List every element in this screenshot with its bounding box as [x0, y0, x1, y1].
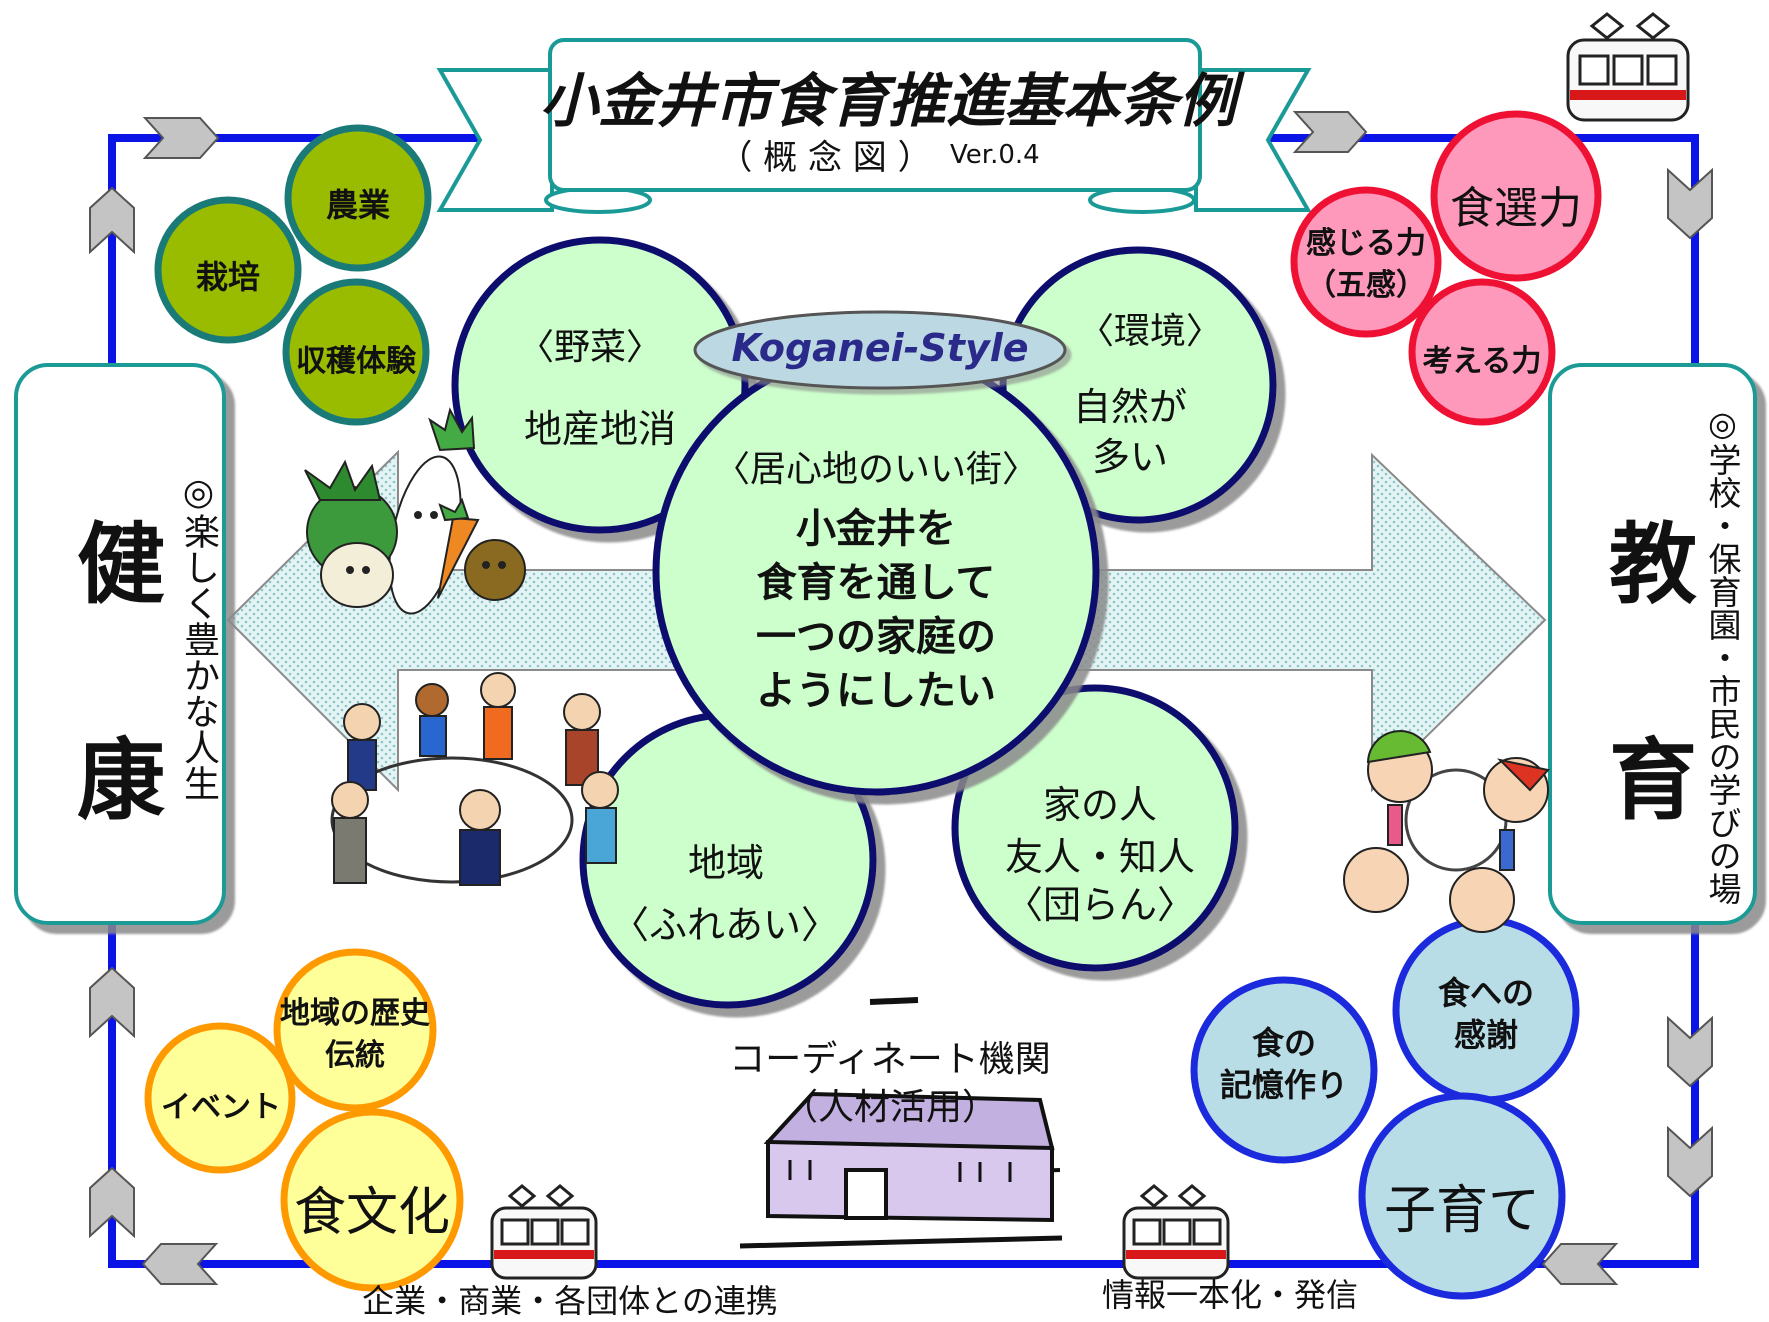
left-panel-box — [14, 363, 226, 925]
bottom-left-label: 企業・商業・各団体との連携 — [362, 1282, 778, 1320]
version-label: Ver.0.4 — [950, 140, 1040, 170]
people-circle-illustration — [330, 672, 619, 886]
pink-circles — [1290, 110, 1602, 426]
circle-food-choice — [1430, 110, 1602, 282]
circle-feel — [1290, 186, 1442, 338]
family-line-1: 家の人 — [1042, 783, 1157, 827]
vegetables-text: 地産地消 — [523, 407, 676, 451]
circle-childcare — [1358, 1092, 1566, 1300]
food-choice-label: 食選力 — [1450, 183, 1582, 234]
chevron-down-icon — [1667, 167, 1713, 240]
koganei-style-badge — [693, 310, 1067, 390]
chevron-right-icon — [1292, 111, 1368, 153]
circle-history — [273, 948, 437, 1112]
chevron-left-icon — [141, 1243, 219, 1285]
koganei-style-label: Koganei-Style — [731, 326, 1029, 370]
community-text: 〈ふれあい〉 — [610, 903, 839, 947]
history-label-2: 伝統 — [325, 1038, 385, 1073]
gratitude-label-2: 感謝 — [1453, 1016, 1518, 1054]
center-line-4: ようにしたい — [756, 668, 996, 714]
feel-label-2: （五感） — [1306, 268, 1426, 303]
center-heading: 〈居心地のいい街〉 — [713, 449, 1038, 490]
history-label-1: 地域の歴史 — [280, 996, 430, 1031]
education-title-bottom: 育 — [1608, 729, 1697, 832]
environment-heading: 〈環境〉 — [1077, 311, 1222, 352]
think-label: 考える力 — [1422, 344, 1542, 379]
center-line-1: 小金井を — [796, 506, 956, 552]
chevron-down-icon — [1667, 1125, 1713, 1198]
education-caption: ◎学校・保育園・市民の学びの場 — [1703, 403, 1742, 905]
right-panel-box — [1548, 363, 1757, 925]
chevron-up-icon — [89, 966, 135, 1039]
health-title-bottom: 康 — [76, 729, 165, 832]
chevron-up-icon — [89, 186, 135, 255]
petal-vegetables — [451, 236, 749, 534]
memory-label-2: 記憶作り — [1219, 1066, 1348, 1104]
environment-line-1: 自然が — [1072, 385, 1187, 429]
family-line-3: 〈団らん〉 — [1004, 883, 1195, 927]
family-line-2: 友人・知人 — [1004, 835, 1195, 879]
blue-circles — [1190, 916, 1580, 1300]
title-banner — [436, 38, 1312, 214]
coordinator-sublabel: （人材活用） — [781, 1087, 998, 1128]
flow-chevrons — [89, 111, 1713, 1285]
chevron-left-icon — [1541, 1243, 1619, 1285]
circle-think — [1408, 278, 1556, 426]
bottom-right-label: 情報一本化・発信 — [1101, 1276, 1358, 1314]
event-label: イベント — [161, 1090, 281, 1125]
circle-memory — [1190, 976, 1378, 1164]
memory-label-1: 食の — [1251, 1024, 1316, 1062]
environment-line-2: 多い — [1091, 435, 1168, 479]
train-icon-bottom-left — [490, 1184, 598, 1280]
vegetables-heading: 〈野菜〉 — [517, 327, 662, 368]
food-culture-label: 食文化 — [293, 1183, 450, 1243]
kids-circle-illustration — [1343, 730, 1550, 933]
education-title-top: 教 — [1608, 513, 1697, 616]
health-title-top: 健 — [76, 513, 165, 616]
train-icon-top-right — [1566, 12, 1690, 122]
orange-circles — [144, 948, 464, 1292]
cultivation-label: 栽培 — [195, 258, 260, 296]
feel-label-1: 感じる力 — [1306, 226, 1426, 261]
petal-environment — [999, 246, 1277, 524]
center-line-2: 食育を通して — [756, 560, 996, 606]
chevron-down-icon — [1667, 1015, 1713, 1088]
petal-family — [951, 684, 1239, 972]
community-heading: 地域 — [687, 841, 764, 885]
green-circles — [154, 124, 432, 426]
center-line-3: 一つの家庭の — [756, 614, 996, 660]
chevron-up-icon — [89, 1166, 135, 1239]
train-icon-bottom-right — [1122, 1184, 1230, 1280]
chevron-right-icon — [142, 117, 220, 159]
agriculture-label: 農業 — [325, 186, 390, 224]
health-caption: ◎楽しく豊かな人生 — [178, 471, 219, 801]
childcare-label: 子育て — [1383, 1181, 1540, 1241]
vegetables-illustration — [304, 407, 526, 615]
page-title: 小金井市食育推進基本条例 — [540, 67, 1237, 135]
school-building — [739, 997, 1063, 1249]
coordinator-label: コーディネート機関 — [729, 1039, 1051, 1080]
circle-cultivation — [154, 196, 302, 344]
harvest-label: 収穫体験 — [296, 344, 416, 379]
page-subtitle: （ 概 念 図 ） — [718, 138, 932, 178]
circle-event — [144, 1022, 296, 1174]
petals — [451, 236, 1277, 1009]
gratitude-label-1: 食への — [1437, 974, 1534, 1012]
circle-agriculture — [284, 124, 432, 272]
circle-harvest — [282, 278, 430, 426]
circle-food-culture — [280, 1108, 464, 1292]
